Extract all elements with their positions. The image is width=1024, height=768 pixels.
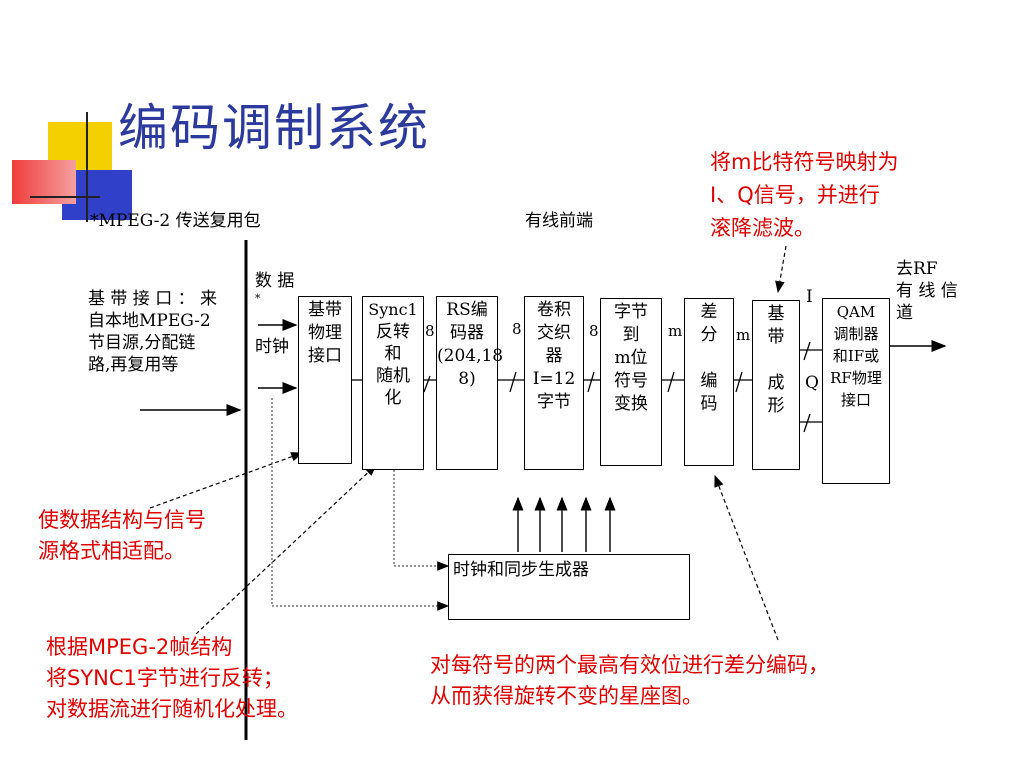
block-text: 卷积 <box>537 300 571 320</box>
block-rs-encoder: RS编 码器 (204,18 8) <box>436 296 504 470</box>
block-text <box>685 347 733 370</box>
block-text: QAM <box>836 303 876 321</box>
block-text: 成 <box>767 373 785 393</box>
block-byte-to-symbol: 字节 到 m位 符号 变换 <box>600 298 662 466</box>
output-text: 道 <box>896 303 913 323</box>
block-text: 到 <box>622 325 640 345</box>
block-text: 交织 <box>537 323 571 343</box>
block-text: 基带 <box>308 300 342 320</box>
block-text: 分 <box>700 325 718 345</box>
block-text: 字节 <box>614 302 648 322</box>
header-cable-headend: 有线前端 <box>525 211 593 231</box>
output-rf-label: 去RF 有 线 信 道 <box>896 258 958 324</box>
block-text: 和IF或 <box>832 347 880 365</box>
note-sync-inversion: 根据MPEG-2帧结构 将SYNC1字节进行反转； 对数据流进行随机化处理。 <box>46 632 298 725</box>
block-text: 随机 <box>376 366 410 386</box>
baseband-interface-line: 路,再复用等 <box>88 355 179 375</box>
bus-width-label: 8 <box>425 322 435 340</box>
note-line: I、Q信号，并进行 <box>710 183 880 207</box>
block-text <box>753 349 799 372</box>
block-text: 反转 <box>376 322 410 342</box>
i-channel-label: I <box>806 287 813 307</box>
bus-width-label: 8 <box>589 322 599 340</box>
note-line: 对每符号的两个最高有效位进行差分编码， <box>430 653 829 677</box>
note-line: 将SYNC1字节进行反转； <box>46 666 284 690</box>
block-text: 物理 <box>308 323 342 343</box>
block-text: 化 <box>384 388 402 408</box>
note-line: 将m比特符号映射为 <box>710 150 899 174</box>
block-text: 变换 <box>614 394 648 414</box>
note-line: 源格式相适配。 <box>38 539 185 563</box>
block-text: Sync1 <box>368 300 418 319</box>
bus-width-label: m <box>668 322 683 340</box>
block-text: 差 <box>700 302 718 322</box>
block-differential-encoding: 差 分 编 码 <box>684 298 734 466</box>
baseband-interface-line: 节目源,分配链 <box>88 333 196 353</box>
note-data-structure: 使数据结构与信号 源格式相适配。 <box>38 505 206 567</box>
decor-horizontal-line <box>30 196 100 198</box>
block-text: 符号 <box>614 371 648 391</box>
block-qam-modulator: QAM 调制器 和IF或 RF物理 接口 <box>822 298 890 484</box>
block-text: RS编 <box>446 300 488 320</box>
block-convolutional-interleaver: 卷积 交织 器 I=12 字节 <box>524 296 584 470</box>
block-text: 编 <box>700 371 718 391</box>
decor-vertical-line <box>86 112 88 222</box>
block-text: 码器 <box>450 323 484 343</box>
block-text: 基 <box>767 304 785 324</box>
block-baseband-shaping: 基 带 成 形 <box>752 300 800 470</box>
block-clock-sync-generator: 时钟和同步生成器 <box>448 554 690 620</box>
baseband-interface-line: 自本地MPEG-2 <box>88 311 211 331</box>
note-line: 使数据结构与信号 <box>38 508 206 532</box>
block-text: 8) <box>458 369 476 389</box>
baseband-interface-label: 基 带 接 口 ： 来 自本地MPEG-2 节目源,分配链 路,再复用等 <box>88 288 248 376</box>
note-line: 从而获得旋转不变的星座图。 <box>430 684 703 708</box>
block-text: 接口 <box>840 391 871 409</box>
note-qam-mapping: 将m比特符号映射为 I、Q信号，并进行 滚降滤波。 <box>710 146 898 245</box>
block-text: 和 <box>384 344 402 364</box>
block-text: 形 <box>767 396 785 416</box>
block-text: 字节 <box>537 392 571 412</box>
block-text: 码 <box>700 394 718 414</box>
block-text: m位 <box>614 348 648 368</box>
block-text: I=12 <box>532 369 576 389</box>
block-text: 带 <box>767 327 785 347</box>
data-label: 数 据 <box>255 271 295 291</box>
output-text: 有 线 信 <box>896 281 958 301</box>
block-text: RF物理 <box>830 369 882 387</box>
block-baseband-physical-interface: 基带 物理 接口 <box>298 296 352 464</box>
page-title: 编码调制系统 <box>118 99 430 157</box>
bus-width-label: m <box>736 326 751 344</box>
block-text: 接口 <box>308 346 342 366</box>
q-channel-label: Q <box>805 373 819 393</box>
header-mpeg2-packet: *MPEG-2 传送复用包 <box>90 211 261 231</box>
clock-label: 时钟 <box>255 337 289 357</box>
note-line: 根据MPEG-2帧结构 <box>46 635 233 659</box>
bus-width-label: 8 <box>512 320 522 338</box>
block-text: 调制器 <box>833 325 879 343</box>
output-text: 去RF <box>896 259 938 279</box>
block-text: (204,18 <box>437 346 504 366</box>
block-text: 器 <box>545 346 563 366</box>
note-differential-coding: 对每符号的两个最高有效位进行差分编码， 从而获得旋转不变的星座图。 <box>430 650 829 712</box>
note-line: 对数据流进行随机化处理。 <box>46 697 298 721</box>
data-star: * <box>255 292 261 305</box>
baseband-interface-line: 基 带 接 口 ： 来 <box>88 289 218 309</box>
block-text: 时钟和同步生成器 <box>453 560 589 580</box>
note-line: 滚降滤波。 <box>710 216 815 240</box>
block-sync1-invert-randomize: Sync1 反转 和 随机 化 <box>362 296 424 470</box>
